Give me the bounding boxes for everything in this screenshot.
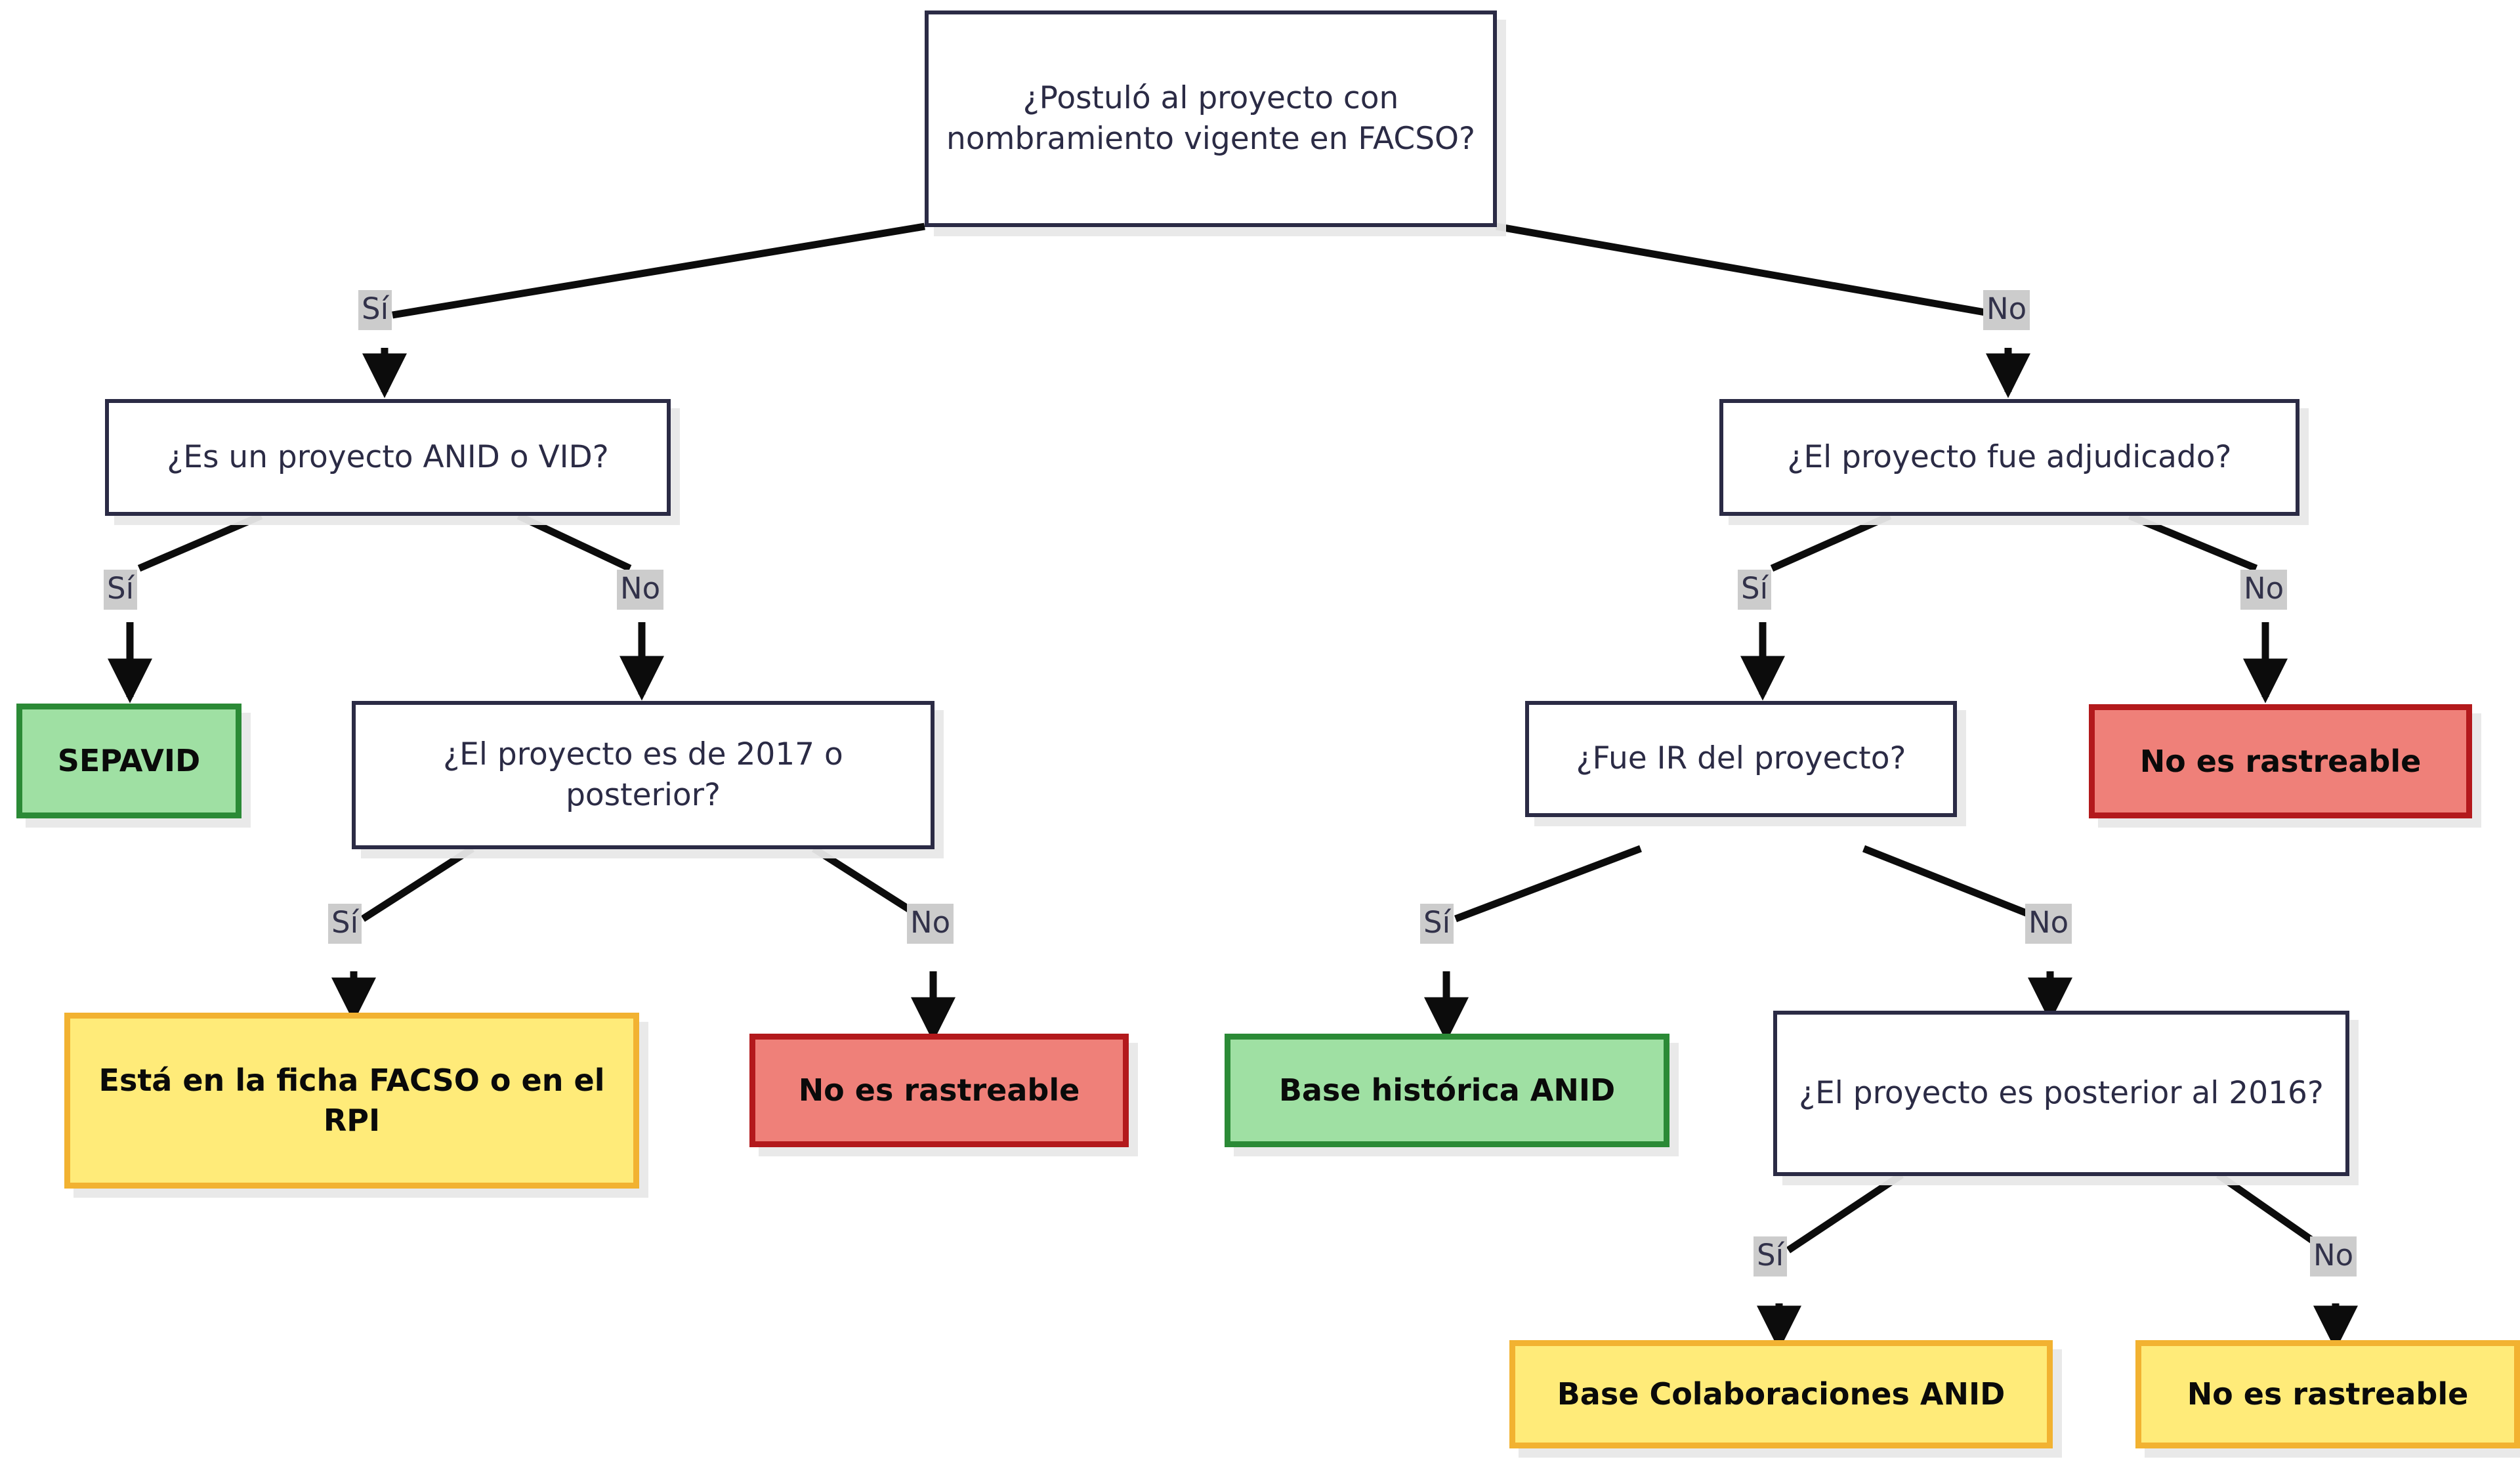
edge-label-de2017-si: Sí — [328, 904, 362, 944]
node-sepavid[interactable]: SEPAVID — [16, 704, 242, 818]
node-no-es-rastreable-2017[interactable]: No es rastreable — [749, 1034, 1129, 1147]
node-label: No es rastreable — [2139, 743, 2422, 779]
node-label: Base histórica ANID — [1278, 1072, 1616, 1108]
node-fue-ir-del-proyecto[interactable]: ¿Fue IR del proyecto? — [1525, 701, 1957, 817]
edge-label-fueir-si: Sí — [1420, 904, 1454, 944]
edge-adjudicado-to-fueir — [1770, 512, 1892, 572]
edge-label-de2017-no: No — [907, 904, 954, 944]
node-label: ¿Fue IR del proyecto? — [1576, 740, 1906, 777]
node-es-proyecto-anid-o-vid[interactable]: ¿Es un proyecto ANID o VID? — [105, 399, 671, 516]
node-label: ¿El proyecto es posterior al 2016? — [1799, 1074, 2324, 1111]
node-label: No es rastreable — [2187, 1376, 2469, 1412]
node-label: ¿El proyecto fue adjudicado? — [1787, 438, 2232, 475]
node-label: No es rastreable — [798, 1072, 1080, 1108]
edge-anidvid-to-sepavid — [137, 512, 263, 572]
node-base-historica-anid[interactable]: Base histórica ANID — [1225, 1034, 1670, 1147]
edge-label-post2016-no: No — [2310, 1236, 2357, 1276]
edge-adjudicado-to-nr-adjud — [2128, 512, 2258, 572]
node-proyecto-es-posterior-al-2016[interactable]: ¿El proyecto es posterior al 2016? — [1773, 1011, 2349, 1176]
edge-root-to-adjudicado — [1496, 222, 2001, 319]
node-label: Base Colaboraciones ANID — [1557, 1376, 2006, 1412]
node-base-colaboraciones-anid[interactable]: Base Colaboraciones ANID — [1509, 1340, 2053, 1448]
edge-label-root-no: No — [1983, 290, 2030, 330]
edge-label-root-si: Sí — [358, 290, 392, 330]
edge-fueir-to-post2016 — [1862, 845, 2043, 923]
node-label: ¿El proyecto es de 2017 o posterior? — [443, 736, 843, 813]
edge-label-adjudicado-no: No — [2240, 570, 2288, 610]
node-proyecto-es-de-2017-o-posterior[interactable]: ¿El proyecto es de 2017 o posterior? — [352, 701, 934, 849]
edge-label-post2016-si: Sí — [1754, 1236, 1788, 1276]
edge-fueir-to-basehist — [1454, 845, 1642, 923]
node-label: Está en la ficha FACSO o en el RPI — [98, 1063, 605, 1138]
node-label: SEPAVID — [57, 743, 201, 779]
node-proyecto-fue-adjudicado[interactable]: ¿El proyecto fue adjudicado? — [1719, 399, 2300, 516]
node-esta-en-ficha-facso-o-rpi[interactable]: Está en la ficha FACSO o en el RPI — [64, 1013, 639, 1189]
node-no-es-rastreable-adjudicado[interactable]: No es rastreable — [2089, 704, 2472, 818]
edge-label-adjudicado-si: Sí — [1738, 570, 1772, 610]
node-root-postulo-facso[interactable]: ¿Postuló al proyecto con nombramiento vi… — [925, 11, 1497, 227]
edge-label-anidvid-no: No — [617, 570, 664, 610]
edge-post2016-to-basecolab — [1786, 1171, 1904, 1254]
edge-anidvid-to-de2017 — [516, 513, 632, 572]
node-no-es-rastreable-2016[interactable]: No es rastreable — [2135, 1340, 2520, 1448]
edge-label-fueir-no: No — [2025, 904, 2072, 944]
edge-de2017-to-ficha — [361, 845, 474, 922]
node-label: ¿Postuló al proyecto con nombramiento vi… — [946, 79, 1475, 157]
edge-root-to-anidvid — [392, 222, 925, 319]
edge-label-anidvid-si: Sí — [104, 570, 138, 610]
node-label: ¿Es un proyecto ANID o VID? — [167, 438, 609, 475]
